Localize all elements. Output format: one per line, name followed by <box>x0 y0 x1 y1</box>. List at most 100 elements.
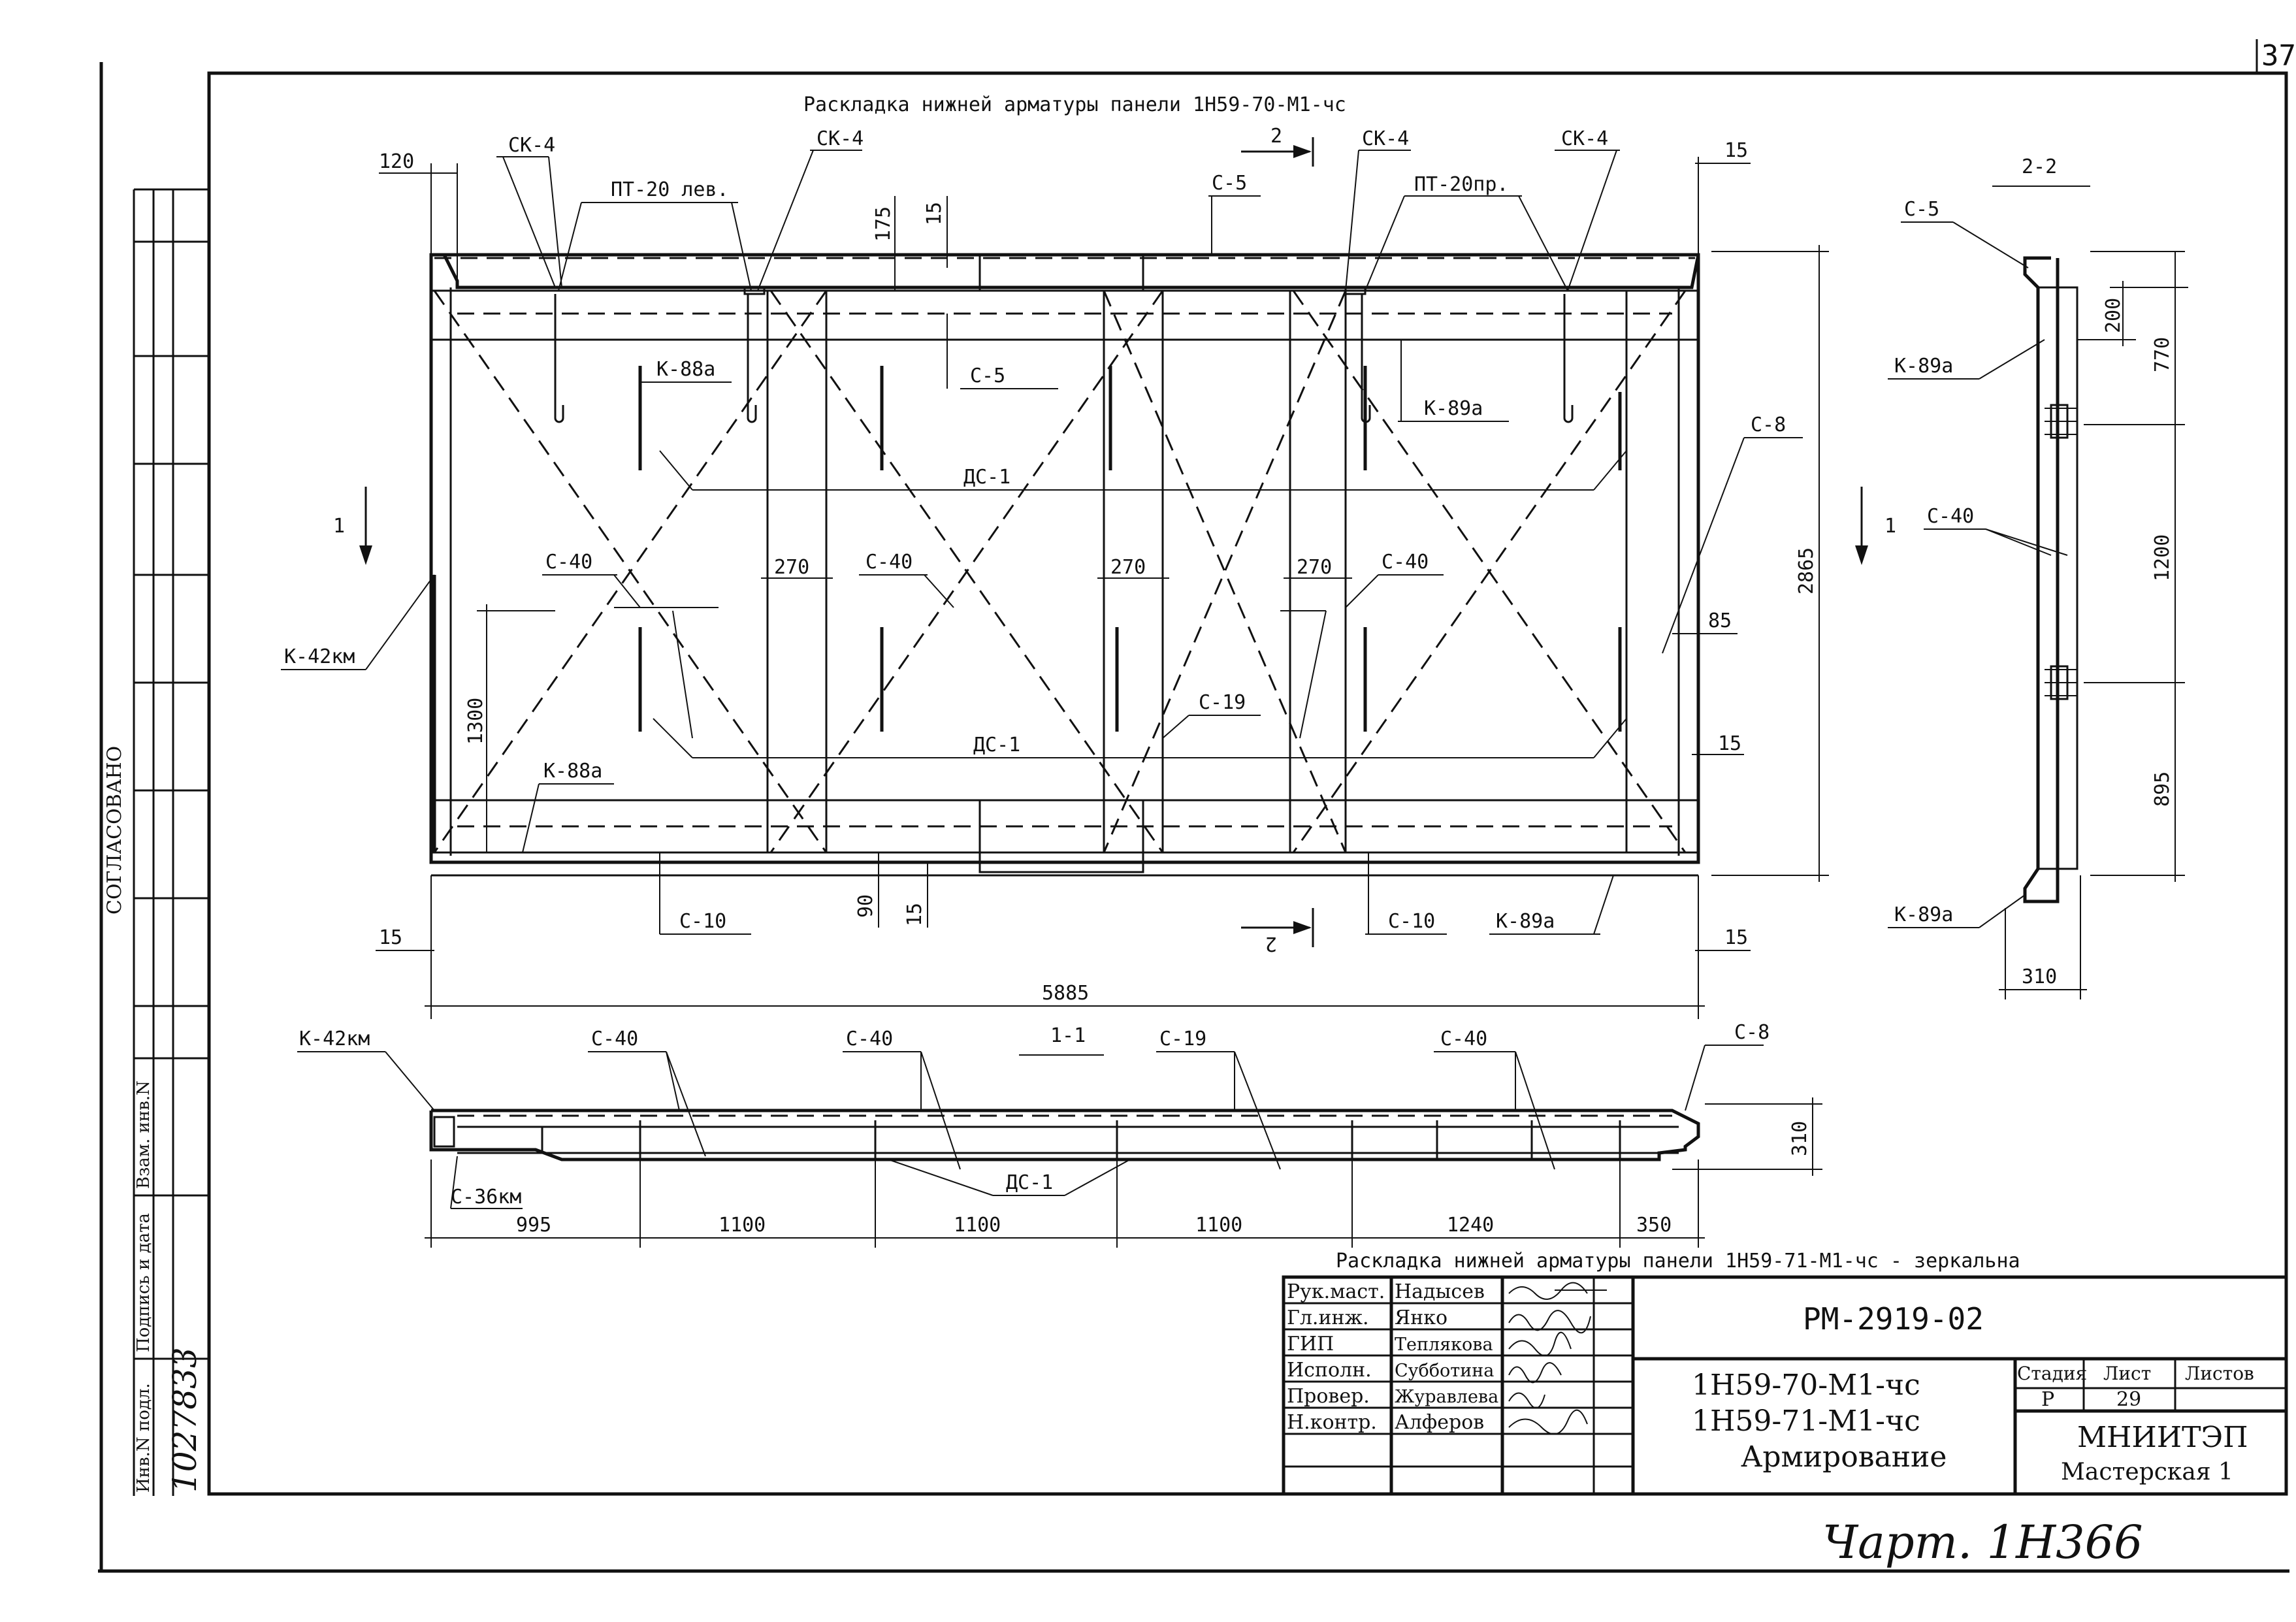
sec11-c40-c: С-40 <box>1440 1028 1487 1050</box>
dim-15-br: 15 <box>1724 926 1748 949</box>
label-c19: С-19 <box>1199 691 1246 714</box>
title-line3: Армирование <box>1741 1440 1947 1474</box>
dim-15-r: 15 <box>1718 732 1741 755</box>
doc-code: РМ-2919-02 <box>1803 1301 1984 1337</box>
sheet-frames: 37 <box>98 39 2296 1573</box>
signatures <box>1508 1282 1607 1435</box>
label-c40-c: С-40 <box>1382 551 1429 574</box>
dim-15-b: 15 <box>903 903 926 926</box>
dim-2865: 2865 <box>1795 547 1818 594</box>
sec11-c40-a: С-40 <box>591 1028 638 1050</box>
label-k42km: К-42км <box>284 645 355 668</box>
name-4: Журавлева <box>1395 1387 1498 1407</box>
title-line2: 1Н59-71-М1-чс <box>1692 1404 1920 1438</box>
label-c40-a: С-40 <box>545 551 592 574</box>
sheet-value: 29 <box>2116 1388 2141 1411</box>
sec22-title: 2-2 <box>2022 155 2057 178</box>
sec22-dim-895: 895 <box>2151 771 2174 807</box>
dim-5885: 5885 <box>1042 982 1089 1005</box>
agreed-label: СОГЛАСОВАНО <box>103 746 126 915</box>
label-dc1-bot: ДС-1 <box>973 734 1020 756</box>
name-0: Надысев <box>1395 1280 1485 1303</box>
sec11-c19: С-19 <box>1159 1028 1206 1050</box>
title-block: Рук.маст. Гл.инж. ГИП Исполн. Провер. Н.… <box>1282 1275 2288 1496</box>
sec2-top: 2 <box>1270 125 1282 148</box>
label-pt20-right: ПТ-20пр. <box>1414 173 1509 196</box>
role-5: Н.контр. <box>1287 1411 1377 1434</box>
label-k89a-top: К-89а <box>1424 397 1483 420</box>
label-sk4-a: СК-4 <box>508 134 555 157</box>
title-line1: 1Н59-70-М1-чс <box>1692 1369 1920 1402</box>
role-0: Рук.маст. <box>1287 1280 1385 1303</box>
dim-270b: 270 <box>1110 556 1146 579</box>
sec22-k89a-top: К-89а <box>1894 355 1953 378</box>
dim-175: 175 <box>872 206 895 242</box>
sec22-c5: С-5 <box>1904 198 1939 221</box>
handwritten-note: Чарт. 1Н366 <box>1822 1516 2143 1569</box>
label-k88a-bot: К-88а <box>543 760 602 783</box>
label-pt20-left: ПТ-20 лев. <box>611 178 729 201</box>
sec22-dim-770: 770 <box>2151 337 2174 372</box>
sec11-dim-1240: 1240 <box>1447 1214 1494 1237</box>
label-sk4-c: СК-4 <box>1362 127 1409 150</box>
sec22-c40: С-40 <box>1927 505 1974 528</box>
sheet-header: Лист <box>2103 1363 2151 1384</box>
side-strip: СОГЛАСОВАНО Взам. инв.N Подпись и дата И… <box>103 188 209 1496</box>
dim-15-bl: 15 <box>379 926 402 949</box>
dim-15-tr: 15 <box>1724 139 1748 162</box>
sec11-c40-b: С-40 <box>846 1028 893 1050</box>
label-c10-b: С-10 <box>1388 910 1435 933</box>
sec11-dim-310: 310 <box>1788 1121 1811 1156</box>
sec11-dim-995: 995 <box>516 1214 551 1237</box>
name-2: Теплякова <box>1395 1335 1493 1355</box>
sec22-k89a-bot: К-89а <box>1894 903 1953 926</box>
sec11-dim-1100b: 1100 <box>954 1214 1001 1237</box>
plan-view: Раскладка нижней арматуры панели 1Н59-70… <box>281 93 1896 1019</box>
sec22-dim-310: 310 <box>2022 965 2057 988</box>
sec11-dim-1100a: 1100 <box>719 1214 766 1237</box>
sec11-dc1: ДС-1 <box>1006 1171 1053 1194</box>
sign-date-label: Подпись и дата <box>134 1213 154 1352</box>
sec1-left: 1 <box>333 515 345 538</box>
section-2-2: 2-2 С-5 К-89а С-40 К-89а 200 <box>1888 155 2188 999</box>
label-k88a-top: К-88а <box>656 358 715 381</box>
label-c5-mid: С-5 <box>970 365 1005 387</box>
role-4: Провер. <box>1287 1385 1370 1408</box>
role-3: Исполн. <box>1287 1359 1372 1382</box>
name-1: Янко <box>1395 1306 1447 1329</box>
department: Мастерская 1 <box>2061 1459 2233 1485</box>
dim-270c: 270 <box>1297 556 1332 579</box>
mirror-note: Раскладка нижней арматуры панели 1Н59-71… <box>1336 1250 2020 1273</box>
section-1-1: 1-1 К-42км С-40 С-40 С-19 С-40 <box>297 1021 1822 1248</box>
sec22-dim-200: 200 <box>2102 298 2125 333</box>
dim-120: 120 <box>379 150 414 173</box>
sec11-c8: С-8 <box>1734 1021 1770 1044</box>
label-k89a-bot: К-89а <box>1496 910 1555 933</box>
role-1: Гл.инж. <box>1287 1306 1369 1329</box>
dim-15a: 15 <box>923 202 946 225</box>
label-c40-b: С-40 <box>865 551 913 574</box>
sheets-header: Листов <box>2185 1363 2254 1384</box>
dim-85: 85 <box>1708 609 1732 632</box>
dim-1300: 1300 <box>464 698 487 745</box>
role-2: ГИП <box>1287 1333 1334 1355</box>
label-sk4-b: СК-4 <box>817 127 864 150</box>
sec11-k42km: К-42км <box>299 1028 370 1050</box>
sec2-bot: 2 <box>1265 932 1277 955</box>
sec1-right: 1 <box>1884 515 1896 538</box>
sec22-dim-1200: 1200 <box>2151 534 2174 581</box>
stage-header: Стадия <box>2017 1363 2087 1384</box>
label-c10-a: С-10 <box>679 910 726 933</box>
label-sk4-d: СК-4 <box>1561 127 1608 150</box>
label-dc1-top: ДС-1 <box>963 466 1011 489</box>
label-c5-top: С-5 <box>1212 172 1247 195</box>
dim-90: 90 <box>854 894 877 918</box>
sec11-dim-1100c: 1100 <box>1195 1214 1242 1237</box>
organization: МНИИТЭП <box>2077 1421 2248 1454</box>
plan-title: Раскладка нижней арматуры панели 1Н59-70… <box>803 93 1346 116</box>
dim-270a: 270 <box>774 556 809 579</box>
sec11-c36km: С-36км <box>451 1186 521 1208</box>
label-c8: С-8 <box>1751 414 1786 436</box>
name-3: Субботина <box>1395 1361 1494 1381</box>
